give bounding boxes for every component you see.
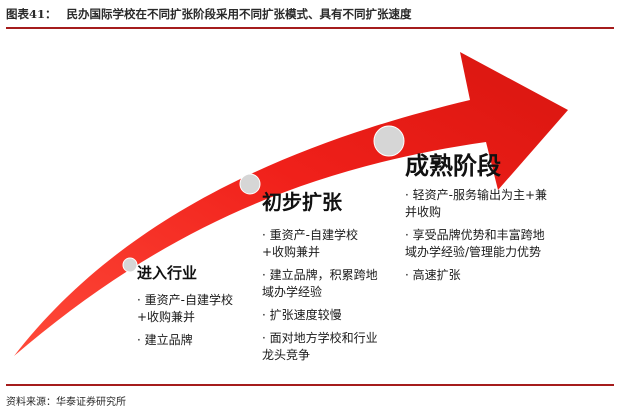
list-item: 面对地方学校和行业龙头竞争 bbox=[262, 330, 378, 364]
source-note: 资料来源：华泰证券研究所 bbox=[6, 397, 126, 408]
list-item: 高速扩张 bbox=[405, 267, 555, 284]
list-item: 建立品牌 bbox=[137, 332, 249, 349]
footer-rule bbox=[6, 384, 614, 386]
figure-title: 民办国际学校在不同扩张阶段采用不同扩张模式、具有不同扩张速度 bbox=[66, 7, 412, 21]
figure-label: 图表41： bbox=[6, 7, 57, 21]
list-item: 享受品牌优势和丰富跨地域办学经验/管理能力优势 bbox=[405, 227, 555, 261]
stage-title-expansion: 初步扩张 bbox=[262, 190, 342, 214]
stage-entry-bullets: 重资产-自建学校+收购兼并 建立品牌 bbox=[137, 292, 249, 355]
stage-title-mature: 成熟阶段 bbox=[405, 152, 501, 180]
list-item: 扩张速度较慢 bbox=[262, 307, 378, 324]
stage-expansion-bullets: 重资产-自建学校+收购兼并 建立品牌，积累跨地域办学经验 扩张速度较慢 面对地方… bbox=[262, 227, 378, 370]
stage-dot-2 bbox=[239, 173, 261, 195]
list-item: 重资产-自建学校+收购兼并 bbox=[137, 292, 249, 326]
stage-dot-3 bbox=[373, 125, 405, 157]
stage-dot-1 bbox=[122, 257, 138, 273]
list-item: 建立品牌，积累跨地域办学经验 bbox=[262, 267, 378, 301]
list-item: 轻资产-服务输出为主+兼并收购 bbox=[405, 187, 555, 221]
arrow-body bbox=[14, 52, 568, 356]
header-rule bbox=[6, 27, 614, 29]
list-item: 重资产-自建学校+收购兼并 bbox=[262, 227, 378, 261]
stage-mature-bullets: 轻资产-服务输出为主+兼并收购 享受品牌优势和丰富跨地域办学经验/管理能力优势 … bbox=[405, 187, 555, 290]
stage-title-entry: 进入行业 bbox=[137, 264, 198, 282]
figure-header: 图表41： 民办国际学校在不同扩张阶段采用不同扩张模式、具有不同扩张速度 bbox=[6, 6, 614, 26]
